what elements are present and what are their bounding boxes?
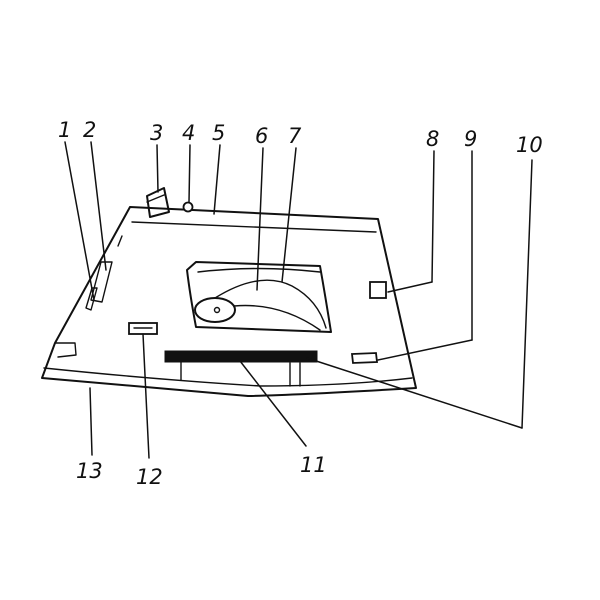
central-window: [186, 261, 332, 333]
label-10: 10: [516, 133, 543, 157]
left-slots: [85, 261, 113, 311]
leader-9-hook: [377, 339, 473, 361]
leader-13: [89, 387, 93, 456]
block-edge: [146, 194, 165, 203]
leader-5: [213, 144, 221, 215]
label-2: 2: [83, 118, 96, 142]
label-6: 6: [255, 124, 268, 148]
panel-left-bevel: [54, 342, 77, 358]
leader-10-hook: [306, 357, 523, 429]
label-1: 1: [58, 118, 71, 142]
label-5: 5: [212, 121, 225, 145]
label-7: 7: [288, 124, 302, 148]
panel-left-wall: [117, 235, 123, 247]
leader-8-hook: [387, 281, 433, 293]
label-12: 12: [136, 465, 163, 489]
leader-1: [64, 141, 95, 301]
label-3: 3: [150, 121, 163, 145]
label-11: 11: [300, 453, 327, 477]
leader-3: [156, 144, 159, 193]
leader-12: [142, 333, 150, 459]
label-9: 9: [464, 127, 477, 151]
label-4: 4: [182, 121, 195, 145]
leader-2: [90, 141, 107, 271]
label-13: 13: [76, 459, 103, 483]
strip-bar: [164, 350, 318, 363]
leader-4: [188, 144, 191, 203]
leader-lines: [64, 141, 533, 459]
wheel-hub: [213, 306, 221, 314]
right-square: [369, 281, 387, 299]
belt-lower: [233, 304, 321, 331]
leader-7: [281, 147, 297, 283]
leader-11: [239, 360, 307, 447]
leader-6: [256, 147, 264, 291]
leader-10: [521, 159, 533, 429]
panel-inner-back: [131, 221, 377, 233]
window-outline: [186, 261, 332, 333]
slot-inner: [85, 287, 98, 311]
belt-upper: [214, 279, 327, 329]
window-inner-curve: [197, 267, 321, 273]
label-8: 8: [426, 127, 439, 151]
right-tab: [350, 352, 379, 364]
leader-8: [431, 150, 435, 283]
panel-outline: [41, 206, 417, 397]
labels: 1 2 3 4 5 6 7 8 9 10 11 12 13: [58, 118, 543, 489]
small-circle: [182, 201, 194, 213]
